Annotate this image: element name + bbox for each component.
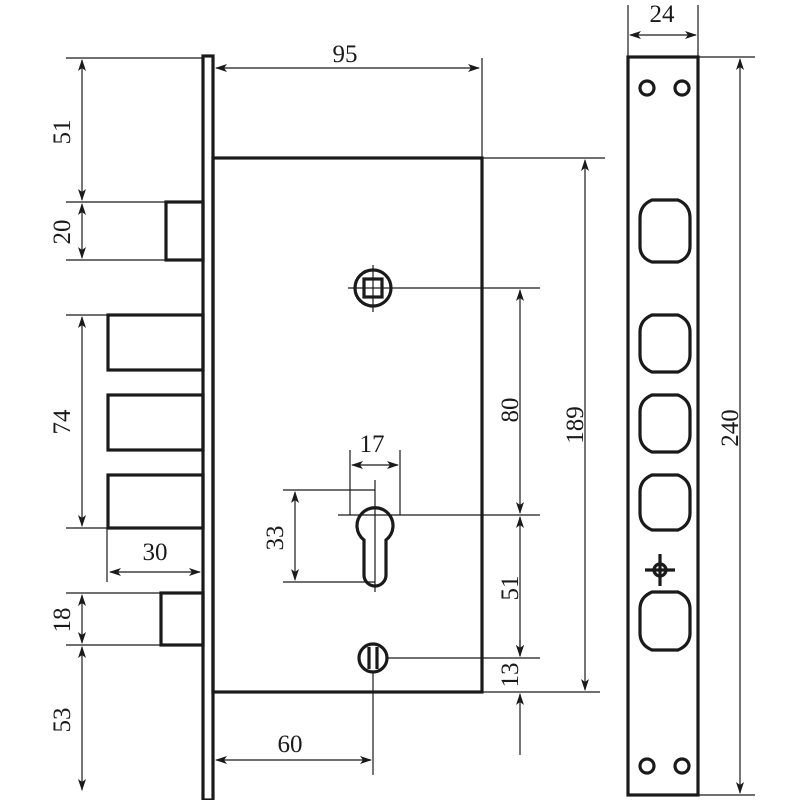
dim-label-80: 80 (497, 398, 524, 423)
deadlatch (164, 200, 205, 262)
dim-label-60: 60 (278, 731, 303, 758)
dim-label-74: 74 (49, 409, 76, 435)
dim-label-24: 24 (650, 1, 676, 28)
dim-label-240: 240 (717, 409, 744, 447)
dim-label-20: 20 (49, 220, 76, 245)
dim-label-51-top: 51 (49, 120, 76, 145)
dim-label-18: 18 (49, 608, 76, 633)
cylinder-hole (338, 480, 540, 592)
dim-label-17: 17 (360, 431, 385, 458)
dim-label-33: 33 (262, 526, 289, 551)
dim-label-95: 95 (333, 41, 358, 68)
dim-label-53: 53 (49, 708, 76, 733)
lower-spindle (357, 642, 540, 775)
bolt-1 (106, 313, 205, 372)
strike-plate (626, 55, 700, 797)
bolt-2 (106, 393, 205, 452)
extension-lines (66, 5, 755, 796)
dim-label-189: 189 (562, 406, 589, 444)
lock-body (211, 156, 484, 694)
bolt-3 (106, 473, 205, 530)
dim-label-51-lower: 51 (497, 576, 524, 601)
square-follower (348, 265, 540, 312)
dim-label-30: 30 (143, 539, 168, 566)
latch (159, 591, 205, 647)
dimension-lines (78, 31, 744, 794)
dim-label-13: 13 (497, 663, 524, 688)
